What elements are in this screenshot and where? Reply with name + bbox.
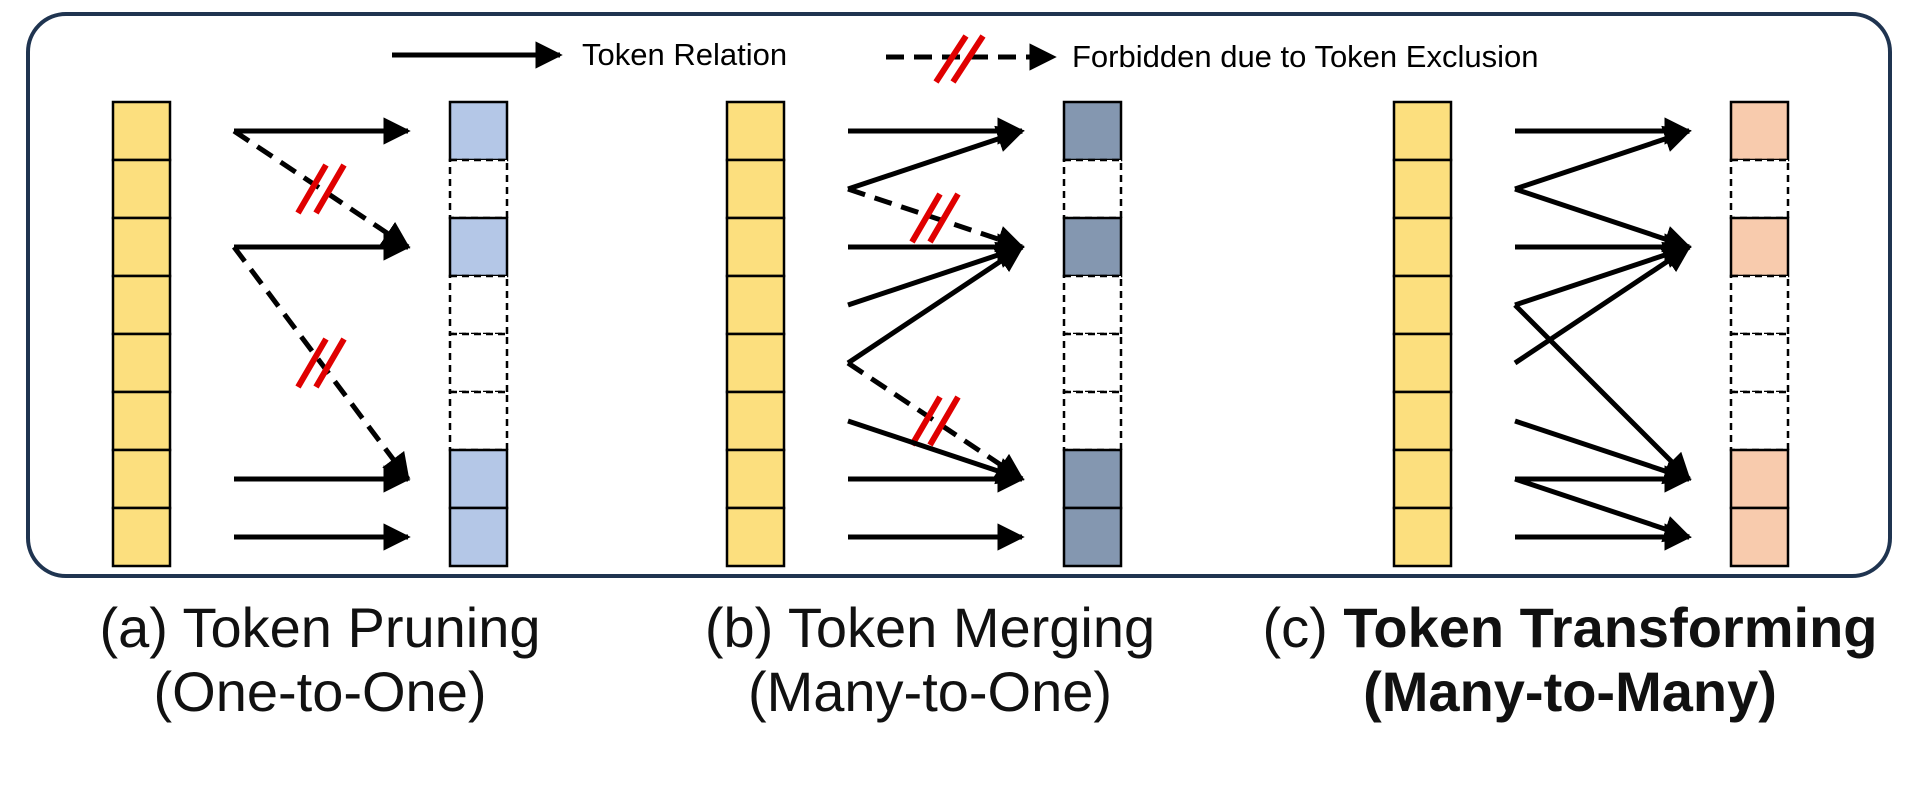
panel-pruning bbox=[111, 100, 509, 568]
transforming-relation-arrow bbox=[1513, 303, 1691, 481]
pruning-output-token bbox=[448, 216, 509, 278]
transforming-relation-arrow bbox=[1514, 418, 1692, 485]
merging-output-token bbox=[1062, 448, 1123, 510]
transforming-output-token bbox=[1729, 506, 1790, 568]
merging-empty-slot bbox=[1062, 274, 1123, 336]
legend: Token Relation Forbidden due to Token Ex… bbox=[392, 34, 1538, 84]
caption-merging-sub: (Many-to-One) bbox=[747, 660, 1113, 723]
transforming-input-token bbox=[1392, 390, 1453, 452]
merging-forbidden-arrow bbox=[846, 360, 1025, 482]
caption-transforming: (c) Token Transforming (Many-to-Many) bbox=[1260, 596, 1880, 724]
merging-relation-arrow bbox=[847, 418, 1025, 485]
transforming-relation-arrow bbox=[1514, 186, 1692, 253]
transforming-output-token bbox=[1729, 216, 1790, 278]
panels bbox=[111, 100, 1790, 568]
merging-forbidden-mark bbox=[909, 395, 961, 447]
merging-empty-slot bbox=[1062, 158, 1123, 220]
transforming-input-token bbox=[1392, 100, 1453, 162]
pruning-input-token bbox=[111, 390, 172, 452]
merging-input-token bbox=[725, 158, 786, 220]
merging-input-token bbox=[725, 274, 786, 336]
pruning-input-token bbox=[111, 506, 172, 568]
transforming-empty-slot bbox=[1729, 158, 1790, 220]
transforming-input-token bbox=[1392, 216, 1453, 278]
transforming-input-token bbox=[1392, 332, 1453, 394]
pruning-forbidden-mark bbox=[295, 163, 347, 215]
caption-merging-title: Token Merging bbox=[787, 596, 1156, 659]
merging-relation-arrow bbox=[847, 125, 1025, 192]
pruning-empty-slot bbox=[448, 332, 509, 394]
pruning-input-token bbox=[111, 332, 172, 394]
merging-forbidden-arrow bbox=[847, 186, 1025, 253]
pruning-empty-slot bbox=[448, 274, 509, 336]
caption-transforming-prefix: (c) bbox=[1262, 596, 1344, 659]
merging-empty-slot bbox=[1062, 332, 1123, 394]
merging-forbidden-stroke bbox=[927, 395, 961, 447]
pruning-empty-slot bbox=[448, 158, 509, 220]
pruning-forbidden-stroke bbox=[295, 337, 329, 389]
caption-merging: (b) Token Merging (Many-to-One) bbox=[670, 596, 1190, 724]
pruning-forbidden-stroke bbox=[313, 337, 347, 389]
merging-input-token bbox=[725, 100, 786, 162]
merging-input-token bbox=[725, 332, 786, 394]
merging-forbidden-mark bbox=[909, 192, 961, 244]
transforming-output-token bbox=[1729, 448, 1790, 510]
merging-output-token bbox=[1062, 216, 1123, 278]
legend-forbidden-mark bbox=[933, 34, 986, 84]
diagram-frame bbox=[26, 12, 1892, 578]
merging-relation-arrow bbox=[847, 241, 1025, 308]
pruning-forbidden-stroke bbox=[295, 163, 329, 215]
merging-output-token bbox=[1062, 100, 1123, 162]
pruning-forbidden-mark bbox=[295, 337, 347, 389]
panel-merging bbox=[725, 100, 1123, 568]
pruning-output-token bbox=[448, 506, 509, 568]
merging-output-token bbox=[1062, 506, 1123, 568]
legend-relation-label: Token Relation bbox=[582, 37, 787, 72]
pruning-input-token bbox=[111, 448, 172, 510]
caption-pruning-prefix: (a) bbox=[99, 596, 183, 659]
pruning-output-token bbox=[448, 448, 509, 510]
caption-pruning: (a) Token Pruning (One-to-One) bbox=[60, 596, 580, 724]
pruning-input-token bbox=[111, 274, 172, 336]
legend-forbidden-label: Forbidden due to Token Exclusion bbox=[1072, 39, 1538, 74]
panel-transforming bbox=[1392, 100, 1790, 568]
merging-input-token bbox=[725, 448, 786, 510]
merging-forbidden-stroke bbox=[909, 192, 943, 244]
caption-pruning-title: Token Pruning bbox=[182, 596, 541, 659]
pruning-forbidden-arrow bbox=[232, 128, 411, 250]
transforming-empty-slot bbox=[1729, 390, 1790, 452]
merging-relation-arrow bbox=[846, 244, 1025, 366]
transforming-relation-arrow bbox=[1514, 241, 1692, 308]
transforming-input-token bbox=[1392, 158, 1453, 220]
transforming-relation-arrow bbox=[1514, 125, 1692, 192]
pruning-forbidden-stroke bbox=[313, 163, 347, 215]
caption-pruning-sub: (One-to-One) bbox=[153, 660, 487, 723]
merging-input-token bbox=[725, 390, 786, 452]
caption-merging-prefix: (b) bbox=[704, 596, 788, 659]
pruning-input-token bbox=[111, 216, 172, 278]
caption-transforming-title: Token Transforming bbox=[1343, 596, 1878, 659]
merging-input-token bbox=[725, 506, 786, 568]
transforming-relation-arrow bbox=[1514, 476, 1692, 543]
merging-empty-slot bbox=[1062, 390, 1123, 452]
pruning-forbidden-arrow bbox=[232, 245, 410, 482]
transforming-relation-arrow bbox=[1513, 244, 1692, 366]
transforming-empty-slot bbox=[1729, 332, 1790, 394]
pruning-input-token bbox=[111, 100, 172, 162]
merging-input-token bbox=[725, 216, 786, 278]
caption-transforming-sub: (Many-to-Many) bbox=[1363, 660, 1777, 723]
transforming-input-token bbox=[1392, 506, 1453, 568]
transforming-input-token bbox=[1392, 448, 1453, 510]
transforming-empty-slot bbox=[1729, 274, 1790, 336]
pruning-input-token bbox=[111, 158, 172, 220]
pruning-empty-slot bbox=[448, 390, 509, 452]
transforming-output-token bbox=[1729, 100, 1790, 162]
pruning-output-token bbox=[448, 100, 509, 162]
merging-forbidden-stroke bbox=[927, 192, 961, 244]
transforming-input-token bbox=[1392, 274, 1453, 336]
merging-forbidden-stroke bbox=[909, 395, 943, 447]
